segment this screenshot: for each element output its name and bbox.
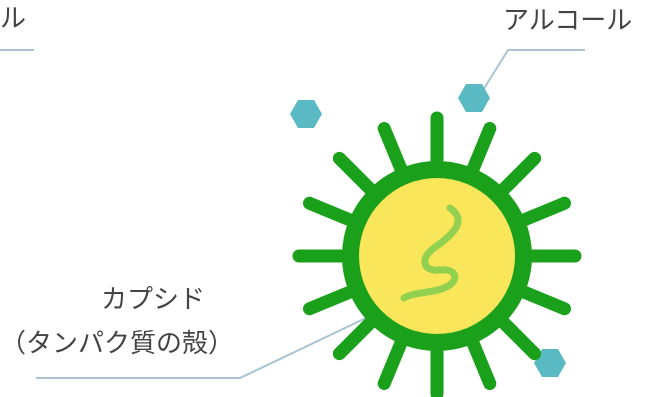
label-top-left: ル bbox=[0, 4, 27, 34]
viral-rna bbox=[400, 204, 462, 302]
label-alcohol: アルコール bbox=[503, 6, 633, 36]
leader-line-alcohol bbox=[479, 49, 585, 96]
capsid-interior bbox=[359, 178, 515, 334]
alcohol-molecule-icon bbox=[458, 84, 490, 112]
leader-line-capsid bbox=[36, 317, 367, 379]
virus-icon bbox=[292, 111, 582, 397]
label-capsid: カプシド bbox=[101, 285, 206, 315]
label-capsid-description: （タンパク質の殻） bbox=[0, 329, 235, 359]
alcohol-molecule-icon bbox=[290, 100, 322, 128]
alcohol-molecule-icon bbox=[534, 349, 566, 377]
